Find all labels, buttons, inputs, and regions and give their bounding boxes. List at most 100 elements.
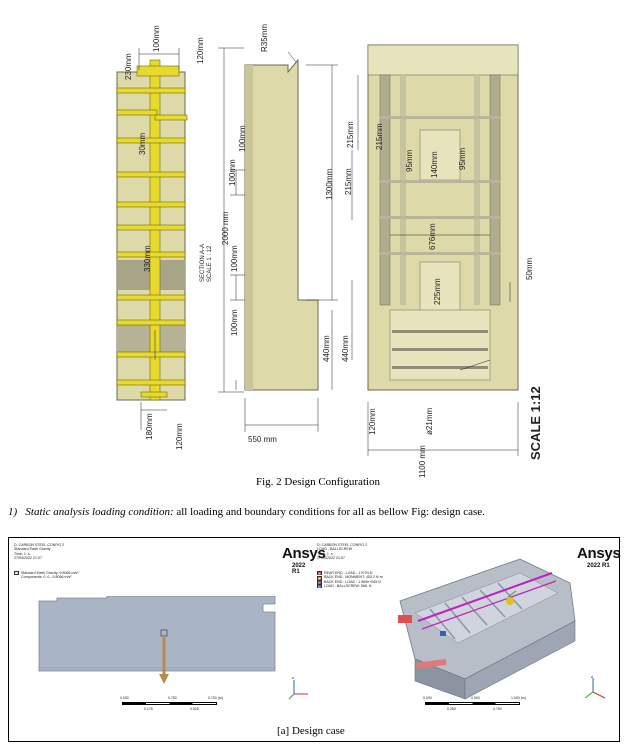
right-scale-label: 0.250 (447, 707, 456, 711)
dim-r35: R35mm (260, 23, 269, 52)
dim-120-bottom: 120mm (175, 423, 184, 450)
dim-100-e: 100mm (230, 309, 239, 336)
side-body (244, 58, 319, 391)
ansys-version-left: 2022 R1 (292, 563, 306, 575)
right-header-line: 27/04/2022 21:07 (317, 556, 345, 561)
load-marker-b (506, 597, 514, 605)
panel-caption: [a] Design case (277, 725, 345, 737)
dim-120-c: 120mm (368, 408, 377, 435)
figure-caption: Fig. 2 Design Configuration (256, 476, 381, 488)
dim-2000: 2000 mm (221, 211, 230, 245)
dim-230: 230mm (124, 53, 133, 80)
dim-180: 180mm (145, 413, 154, 440)
right-scale-label: 0.500 (471, 696, 480, 700)
figure-design-configuration: 230mm 100mm 120mm 30mm 330mm 180mm 120mm… (116, 23, 543, 488)
dim-550: 550 mm (248, 435, 277, 444)
loading-condition-paragraph: 1) Static analysis loading condition: al… (8, 506, 623, 518)
dim-120-top: 120mm (196, 37, 205, 64)
dim-100-b: 100mm (228, 159, 237, 186)
legend-key-b-icon: B (317, 575, 322, 581)
gravity-model-view (38, 596, 276, 684)
front-view (351, 44, 519, 456)
dim-215-c: 215mm (344, 168, 353, 195)
left-header: D: CARBON STEEL CONFIG 2 Standard Earth … (14, 543, 64, 561)
right-header-line: LOAD - BALLSCREW (317, 547, 353, 552)
right-scale-label: 0.750 (493, 707, 502, 711)
left-legend-text: Standard Earth Gravity: 9.8066 m/s² (21, 571, 79, 575)
section-label: SECTION A-A (200, 243, 206, 282)
right-scale-label: 1.000 (m) (511, 696, 526, 700)
dim-100-c: 100mm (238, 125, 247, 152)
ansys-right-panel: D: CARBON STEEL CONFIG 2 LOAD - BALLSCRE… (315, 541, 621, 721)
left-scale-bar: 0.000 0.750 0.700 (m) 0.175 0.525 (120, 696, 225, 716)
dim-676: 676mm (428, 223, 437, 250)
left-header-line: Standard Earth Gravity (14, 547, 51, 552)
ballscrew-model-view (398, 558, 576, 700)
svg-text:z: z (591, 674, 593, 679)
dim-100-d: 100mm (230, 245, 239, 272)
right-legend-text: BACK END : MOMMENT: 453.2 N·m (324, 575, 383, 580)
axis-triad-left: z (288, 675, 308, 700)
dim-21: ø21mm (425, 407, 434, 435)
svg-text:z: z (292, 675, 294, 680)
ansys-figure-panel: D: CARBON STEEL CONFIG 2 Standard Earth … (8, 537, 621, 742)
left-header-line: D: CARBON STEEL CONFIG 2 (14, 543, 65, 547)
left-scale-label: 0.700 (m) (208, 696, 223, 700)
dim-215-b: 215mm (375, 123, 384, 150)
right-header: D: CARBON STEEL CONFIG 2 LOAD - BALLSCRE… (317, 543, 367, 561)
legend-key-a-icon: A (317, 571, 322, 577)
left-scale-label: 0.750 (168, 696, 177, 700)
left-legend: Standard Earth Gravity: 9.8066 m/s² Comp… (14, 571, 79, 580)
axis-triad-right: z (584, 674, 606, 699)
ansys-left-panel: D: CARBON STEEL CONFIG 2 Standard Earth … (12, 541, 326, 721)
dim-95-a: 95mm (405, 149, 414, 172)
dim-1100: 1100 mm (418, 445, 427, 478)
legend-key-c-icon: C (317, 580, 322, 586)
right-scale-bar: 0.000 0.500 1.000 (m) 0.250 0.750 (423, 696, 528, 716)
ballscrew-rail (417, 572, 553, 622)
dim-440-a: 440mm (322, 335, 331, 362)
legend-key-d-icon: D (317, 584, 322, 590)
left-scale-label: 0.000 (120, 696, 129, 700)
dim-225: 225mm (433, 278, 442, 305)
side-view (218, 47, 338, 432)
right-legend-text: LOAD : BALLSCREW: 568. N (324, 584, 372, 589)
ansys-version-right: 2022 R1 (587, 563, 610, 569)
dim-100-top: 100mm (152, 25, 161, 52)
dim-95-b: 95mm (458, 147, 467, 170)
right-legend-text: BACK END : LOAD : 1.969e+005 N (324, 579, 381, 584)
paragraph-lead: Static analysis loading condition: (25, 506, 174, 518)
right-legend-text: REAR END : LOAD : 1707N N (324, 571, 373, 575)
load-marker-d (440, 631, 446, 636)
dim-140: 140mm (430, 151, 439, 178)
dim-30: 30mm (138, 132, 147, 155)
right-scale-label: 0.000 (423, 696, 432, 700)
gravity-arrow-icon (159, 674, 169, 684)
right-header-line: Time: 1. s (317, 551, 333, 556)
dim-330: 330mm (143, 245, 152, 272)
left-header-line: Time: 1. s (14, 551, 30, 556)
load-patch-front (416, 658, 447, 669)
scale-bar-graphic (122, 702, 217, 705)
scale-bar-graphic (425, 702, 520, 705)
paragraph-text: all loading and boundary conditions for … (173, 506, 485, 518)
ansys-logo-right: Ansys (577, 545, 621, 562)
left-header-line: 27/04/2022 21:07 (14, 556, 42, 561)
paragraph-number: 1) (8, 506, 18, 518)
right-header-line: D: CARBON STEEL CONFIG 2 (317, 543, 368, 547)
left-legend-row: Standard Earth Gravity: 9.8066 m/s² (14, 571, 79, 576)
dim-50: 50mm (525, 257, 534, 280)
scale-label: SCALE 1:12 (528, 386, 543, 460)
left-legend-text: Components: 0.,0.,-9.8066 m/s² (21, 575, 72, 580)
dim-215-a: 215mm (346, 121, 355, 148)
left-scale-label: 0.525 (190, 707, 199, 711)
dim-1300: 1300mm (325, 168, 334, 200)
left-scale-label: 0.175 (144, 707, 153, 711)
ansys-logo-left: Ansys (282, 545, 326, 562)
load-patch-a (398, 615, 412, 623)
